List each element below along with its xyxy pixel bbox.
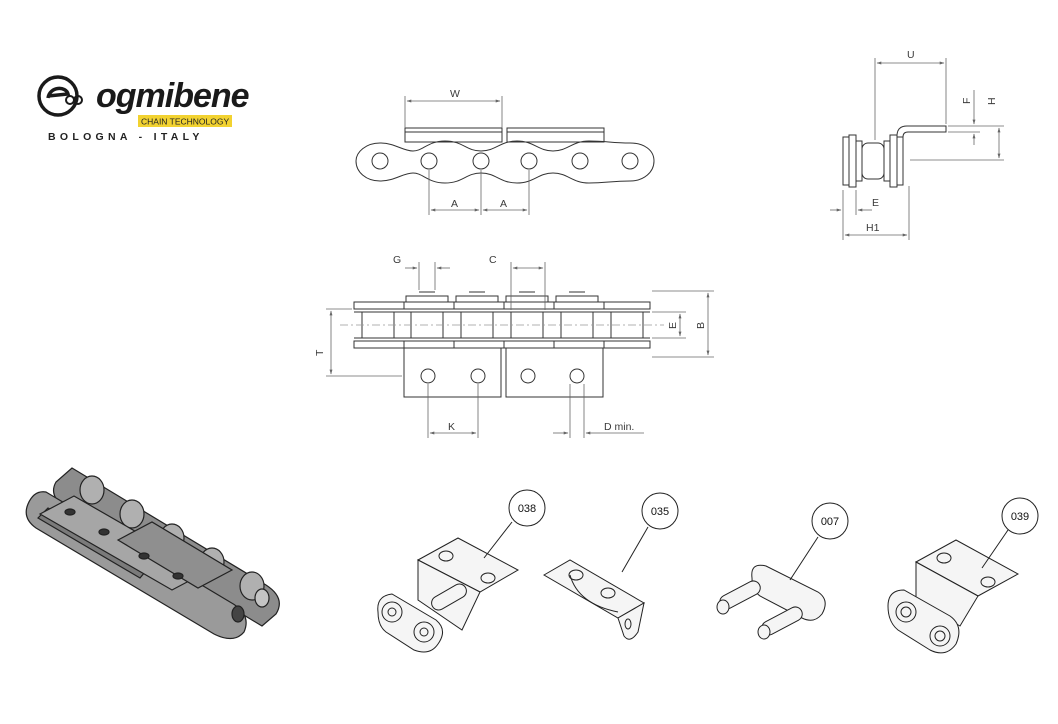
brand-tagline: CHAIN TECHNOLOGY	[141, 117, 229, 127]
dim-label-w: W	[450, 88, 460, 100]
attachment-code-038: 038	[518, 503, 536, 515]
side-view-dimensions	[404, 96, 530, 215]
logo-emblem-icon	[37, 75, 83, 117]
attachment-code-035: 035	[651, 506, 669, 518]
side-view-drawing	[355, 127, 655, 184]
dim-label-f: F	[961, 98, 973, 104]
attachment-035-render	[543, 559, 645, 640]
top-view-drawing	[353, 291, 651, 398]
dim-label-g: G	[393, 254, 401, 266]
end-view-dimensions	[830, 58, 1004, 240]
dim-label-b: B	[695, 322, 707, 329]
attachment-038-render	[377, 537, 520, 653]
isometric-chain-render	[25, 467, 280, 640]
attachment-code-039: 039	[1011, 511, 1029, 523]
brand-name: ogmibene	[96, 77, 249, 115]
callout-039: 039	[981, 497, 1039, 569]
callout-007: 007	[789, 502, 849, 581]
dim-label-a-second: A	[500, 198, 507, 210]
top-view-dimensions	[326, 262, 714, 438]
attachment-code-007: 007	[821, 516, 839, 528]
callout-035: 035	[621, 492, 679, 573]
dim-label-a-first: A	[451, 198, 458, 210]
dim-label-e-side: E	[872, 197, 879, 209]
end-view-drawing	[842, 125, 947, 188]
dim-label-h: H	[986, 97, 998, 105]
attachment-007-render	[716, 564, 826, 640]
company-logo: ogmibene CHAIN TECHNOLOGY BOLOGNA - ITAL…	[37, 75, 250, 143]
brand-tagline-band	[138, 115, 232, 127]
dim-label-u: U	[907, 49, 915, 61]
dim-label-k: K	[448, 421, 455, 433]
brand-location: BOLOGNA - ITALY	[48, 131, 204, 143]
dim-label-h1: H1	[866, 222, 880, 234]
dim-label-t: T	[314, 349, 326, 356]
dim-label-e-top: E	[667, 322, 679, 329]
dim-label-c: C	[489, 254, 497, 266]
dim-label-d-min: D min.	[604, 421, 634, 433]
attachment-039-render	[887, 539, 1020, 654]
callout-038: 038	[483, 489, 546, 559]
